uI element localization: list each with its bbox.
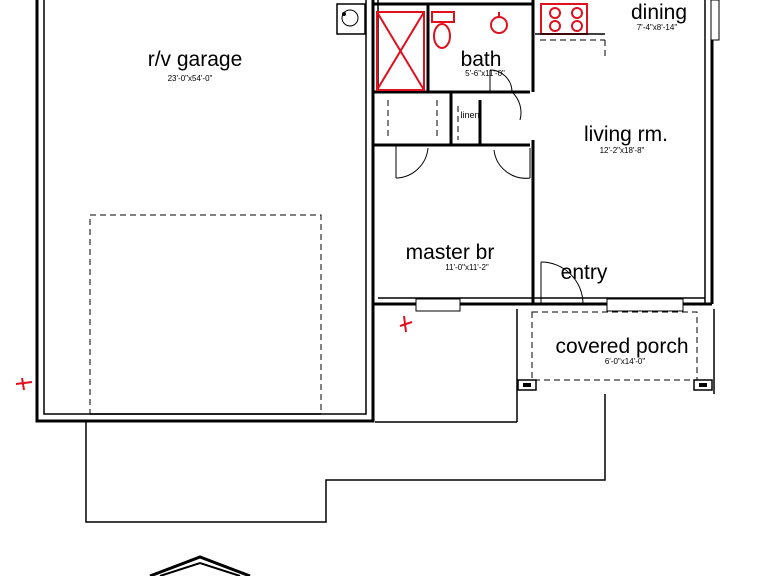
shower-cross-2 — [376, 11, 425, 91]
hose-bib-1b — [21, 377, 25, 391]
garage-label: r/v garage — [148, 48, 243, 71]
master-door-arc — [395, 147, 429, 179]
bath-dim: 5'-6"x11'-0" — [465, 69, 505, 78]
porch-dim: 6'-0"x14'-0" — [605, 357, 645, 366]
master-dim: 11'-0"x11'-2" — [445, 263, 489, 272]
utility-dot — [342, 12, 346, 16]
toilet-bowl — [433, 23, 451, 49]
bath-door-arc-2 — [511, 91, 522, 121]
driveway-outline — [85, 394, 606, 523]
stove-burner-2 — [571, 7, 583, 19]
porch-label: covered porch — [555, 335, 688, 358]
hose-bib-2b — [403, 315, 407, 333]
window-right — [710, 0, 720, 41]
utility-box — [336, 3, 366, 35]
north-arrow-inner — [159, 561, 241, 576]
shower-stall — [376, 11, 425, 91]
living-dim: 12'-2"x18'-8" — [600, 146, 645, 155]
garage-dim: 23'-0"x54'-0" — [168, 74, 213, 83]
porch-outline — [531, 311, 698, 381]
dining-dim: 7'-4"x8'-14" — [637, 23, 677, 32]
toilet-tank — [431, 11, 455, 23]
living-label: living rm. — [584, 123, 668, 146]
utility-circle — [341, 9, 359, 27]
linen-label: linen — [460, 110, 479, 120]
stove-burner-1 — [549, 7, 561, 19]
garage-door-opening — [89, 214, 322, 415]
bath-label: bath — [461, 48, 502, 71]
entry-door-arc — [540, 261, 584, 305]
master-label: master br — [406, 241, 495, 264]
stove-burner-3 — [549, 20, 561, 32]
porch-post-left-inner — [523, 383, 531, 387]
north-arrow — [149, 555, 251, 576]
window-master — [415, 298, 461, 312]
master-entry-door-arc — [493, 149, 531, 179]
dining-label: dining — [631, 1, 687, 24]
stove-burner-4 — [571, 20, 583, 32]
sink-basin — [490, 16, 508, 34]
bath-door-arc — [489, 69, 513, 93]
entry-label: entry — [561, 261, 608, 284]
hose-bib-1 — [15, 381, 33, 385]
window-living — [606, 298, 684, 312]
porch-post-right-inner — [699, 383, 707, 387]
